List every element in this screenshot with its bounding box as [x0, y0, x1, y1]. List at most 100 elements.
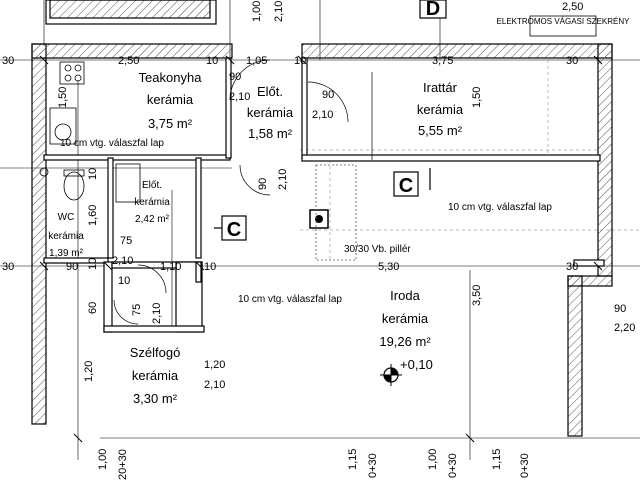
washbasin-icon — [115, 163, 141, 203]
svg-text:30: 30 — [566, 261, 578, 273]
room-area: 1,58 m² — [248, 126, 293, 141]
room-szelfogo: Szélfogó kerámia 3,30 m² — [130, 345, 181, 406]
toilet-icon — [63, 171, 85, 201]
section-mark-c1-box — [393, 171, 419, 197]
room-area: 3,75 m² — [148, 116, 193, 131]
svg-text:2,10: 2,10 — [312, 109, 333, 121]
partition-note-2: 10 cm vtg. válaszfal lap — [448, 202, 552, 213]
room-name: WC — [58, 212, 75, 223]
room-teakonyha: Teakonyha kerámia 3,75 m² — [139, 70, 203, 131]
room-area: 5,55 m² — [418, 123, 463, 138]
section-mark-c2: C — [227, 219, 241, 241]
room-name: Irattár — [423, 80, 458, 95]
pillar-note: 30/30 Vb. pillér — [344, 244, 411, 255]
svg-text:1,50: 1,50 — [57, 87, 69, 108]
svg-text:1,00: 1,00 — [97, 449, 109, 470]
svg-text:30: 30 — [2, 55, 14, 67]
svg-text:5,30: 5,30 — [378, 261, 399, 273]
svg-text:90: 90 — [322, 89, 334, 101]
svg-text:2,10: 2,10 — [112, 255, 133, 267]
stove-icon — [59, 61, 85, 85]
svg-text:1,20: 1,20 — [204, 359, 225, 371]
room-iroda: Iroda kerámia 19,26 m² — [379, 288, 431, 349]
room-name: Iroda — [390, 288, 420, 303]
svg-text:2,10: 2,10 — [273, 1, 285, 22]
svg-text:1,60: 1,60 — [87, 205, 99, 226]
room-floor: kerámia — [417, 102, 464, 117]
construction-lines — [300, 60, 640, 262]
shaft-outline — [315, 164, 357, 261]
svg-text:1,00: 1,00 — [251, 1, 263, 22]
svg-text:10: 10 — [118, 275, 130, 287]
room-floor: kerámia — [382, 311, 429, 326]
partition-note-3: 10 cm vtg. válaszfal lap — [238, 294, 342, 305]
svg-text:30: 30 — [566, 55, 578, 67]
section-mark-c1: C — [399, 175, 413, 197]
svg-text:2,50: 2,50 — [562, 1, 583, 13]
room-name: Előt. — [142, 180, 162, 191]
fixtures — [39, 61, 141, 203]
svg-text:60: 60 — [87, 302, 99, 314]
partition-note-1: 10 cm vtg. válaszfal lap — [60, 138, 164, 149]
svg-text:90: 90 — [614, 303, 626, 315]
svg-text:10: 10 — [204, 261, 216, 273]
section-marks — [214, 0, 447, 241]
exterior-walls — [31, 0, 613, 437]
room-area: 1,39 m² — [49, 248, 84, 259]
sink-icon — [49, 107, 77, 145]
svg-text:0+30: 0+30 — [367, 453, 379, 478]
electric-box-label: ELEKTROMOS VÁGASI SZEKRÉNY — [497, 17, 631, 26]
svg-text:2,10: 2,10 — [204, 379, 225, 391]
dimension-ticks — [39, 55, 603, 443]
room-area: 19,26 m² — [379, 334, 431, 349]
svg-text:0+30: 0+30 — [519, 453, 531, 478]
room-area: 2,42 m² — [135, 214, 170, 225]
room-name: Teakonyha — [139, 70, 203, 85]
svg-text:10: 10 — [294, 55, 306, 67]
section-mark-d-box — [419, 0, 447, 19]
room-name: Előt. — [257, 84, 283, 99]
room-eloter-1: Előt. kerámia 1,58 m² — [247, 84, 294, 141]
svg-text:0+30: 0+30 — [447, 453, 459, 478]
svg-text:90: 90 — [257, 178, 269, 190]
vertical-dimension-labels: 1,00 2,10 1,50 1,50 10 1,60 10 90 2,10 6… — [57, 1, 531, 480]
svg-text:2,10: 2,10 — [151, 303, 163, 324]
concrete-pillar — [309, 209, 329, 229]
svg-text:2,10: 2,10 — [277, 169, 289, 190]
svg-text:1,05: 1,05 — [246, 55, 267, 67]
room-floor: kerámia — [147, 92, 194, 107]
svg-text:1,00: 1,00 — [427, 449, 439, 470]
level-note: +0,10 — [400, 357, 433, 372]
svg-text:2,10: 2,10 — [229, 91, 250, 103]
svg-text:1,15: 1,15 — [491, 449, 503, 470]
svg-text:1,10: 1,10 — [160, 261, 181, 273]
room-irattar: Irattár kerámia 5,55 m² — [417, 80, 464, 138]
svg-text:2,20: 2,20 — [614, 322, 635, 334]
svg-text:10: 10 — [87, 258, 99, 270]
room-eloter-2: Előt. kerámia 2,42 m² — [134, 180, 170, 225]
svg-text:10: 10 — [87, 168, 99, 180]
level-marker-icon — [380, 364, 402, 386]
svg-text:75: 75 — [131, 304, 143, 316]
svg-text:2,50: 2,50 — [118, 55, 139, 67]
room-floor: kerámia — [247, 105, 294, 120]
room-wc: WC kerámia 1,39 m² — [48, 212, 84, 259]
room-area: 3,30 m² — [133, 391, 178, 406]
svg-text:3,75: 3,75 — [432, 55, 453, 67]
svg-text:90: 90 — [229, 71, 241, 83]
svg-text:20+30: 20+30 — [117, 449, 129, 480]
room-floor: kerámia — [132, 368, 179, 383]
electric-box — [529, 15, 597, 37]
svg-text:75: 75 — [120, 235, 132, 247]
room-floor: kerámia — [48, 231, 84, 242]
svg-text:1,50: 1,50 — [471, 87, 483, 108]
door-swings — [113, 59, 373, 325]
svg-text:10: 10 — [206, 55, 218, 67]
svg-text:1,20: 1,20 — [83, 361, 95, 382]
svg-text:90: 90 — [66, 261, 78, 273]
room-floor: kerámia — [134, 197, 170, 208]
dimension-labels: 2,50 30 2,50 10 1,05 10 3,75 30 90 2,10 … — [2, 1, 635, 391]
svg-text:1,15: 1,15 — [347, 449, 359, 470]
section-mark-d: D — [426, 0, 440, 20]
